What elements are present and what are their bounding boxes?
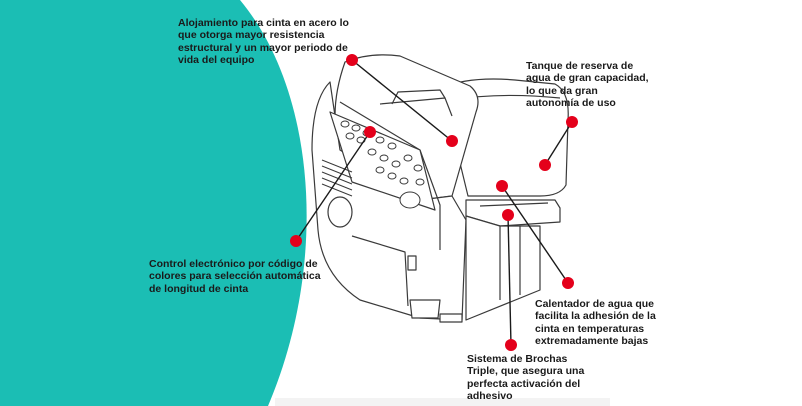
callout-tank: Tanque de reserva de agua de gran capaci… <box>526 60 649 110</box>
red-dot-icon <box>505 339 517 351</box>
callout-brushes: Sistema de Brochas Triple, que asegura u… <box>467 353 585 403</box>
callout-control: Control electrónico por código de colore… <box>149 258 321 295</box>
callout-heater: Calentador de agua que facilita la adhes… <box>535 298 656 348</box>
keypad-buttons <box>340 120 425 209</box>
bottom-strip <box>275 398 610 406</box>
leader-line-brushes <box>507 214 512 346</box>
front-foot <box>409 299 441 319</box>
red-dot-icon <box>496 180 508 192</box>
rear-foot <box>439 313 463 323</box>
red-dot-icon <box>562 277 574 289</box>
side-vent-grille <box>321 159 353 197</box>
red-dot-icon <box>539 159 551 171</box>
leader-line-control <box>295 131 371 242</box>
brush-housing <box>465 215 541 321</box>
leader-line-heater <box>501 185 569 284</box>
red-dot-icon <box>566 116 578 128</box>
red-dot-icon <box>502 209 514 221</box>
red-dot-icon <box>290 235 302 247</box>
teal-background-panel <box>0 0 307 406</box>
callout-markers <box>290 54 578 351</box>
leader-lines <box>295 59 573 346</box>
tape-dispenser-drawing <box>311 54 569 323</box>
red-dot-icon <box>446 135 458 147</box>
red-dot-icon <box>364 126 376 138</box>
red-dot-icon <box>346 54 358 66</box>
emblem-disc <box>327 196 353 228</box>
leader-line-housing <box>351 59 453 142</box>
callout-housing: Alojamiento para cinta en acero lo que o… <box>178 17 349 67</box>
side-switch <box>407 255 417 271</box>
leader-line-tank <box>544 121 573 166</box>
